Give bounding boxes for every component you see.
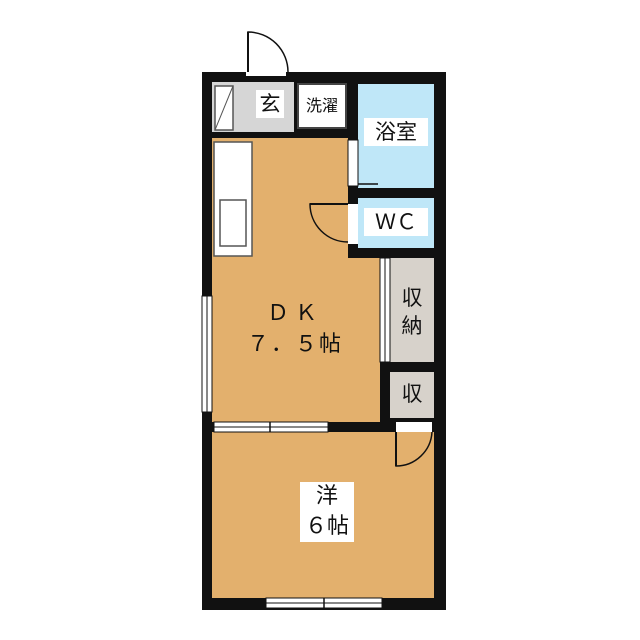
room-label-western-name: 洋 [300,482,354,512]
room-label-entrance: 玄 [256,90,284,118]
storage-closet-small [390,372,434,418]
bath-door-opening [347,139,359,187]
western-door-swing [395,431,433,467]
front-door-opening [246,66,286,76]
room-label-dk-name: ＤＫ [266,301,323,326]
room-label-storage-large-1: 収 [401,286,423,310]
western-door-opening [396,422,432,432]
dk-floor-lower [212,258,380,422]
kitchen-sink [219,199,247,247]
laundry-space [297,83,347,129]
room-label-laundry: 洗濯 [305,96,338,115]
wc-door-opening [348,204,358,244]
storage-closet-large [390,258,434,362]
room-label-dk-size: ７．５帖 [246,332,343,357]
wc-door-swing [309,203,349,243]
shoe-cabinet-diagonal [214,85,234,131]
room-label-wc: ＷＣ [364,208,428,236]
room-label-western-size: ６帖 [300,512,354,542]
room-label-storage-small: 収 [401,382,423,406]
room-label-bath: 浴室 [364,118,428,146]
room-label-storage-large-2: 納 [401,314,423,338]
front-door-swing [247,31,289,73]
